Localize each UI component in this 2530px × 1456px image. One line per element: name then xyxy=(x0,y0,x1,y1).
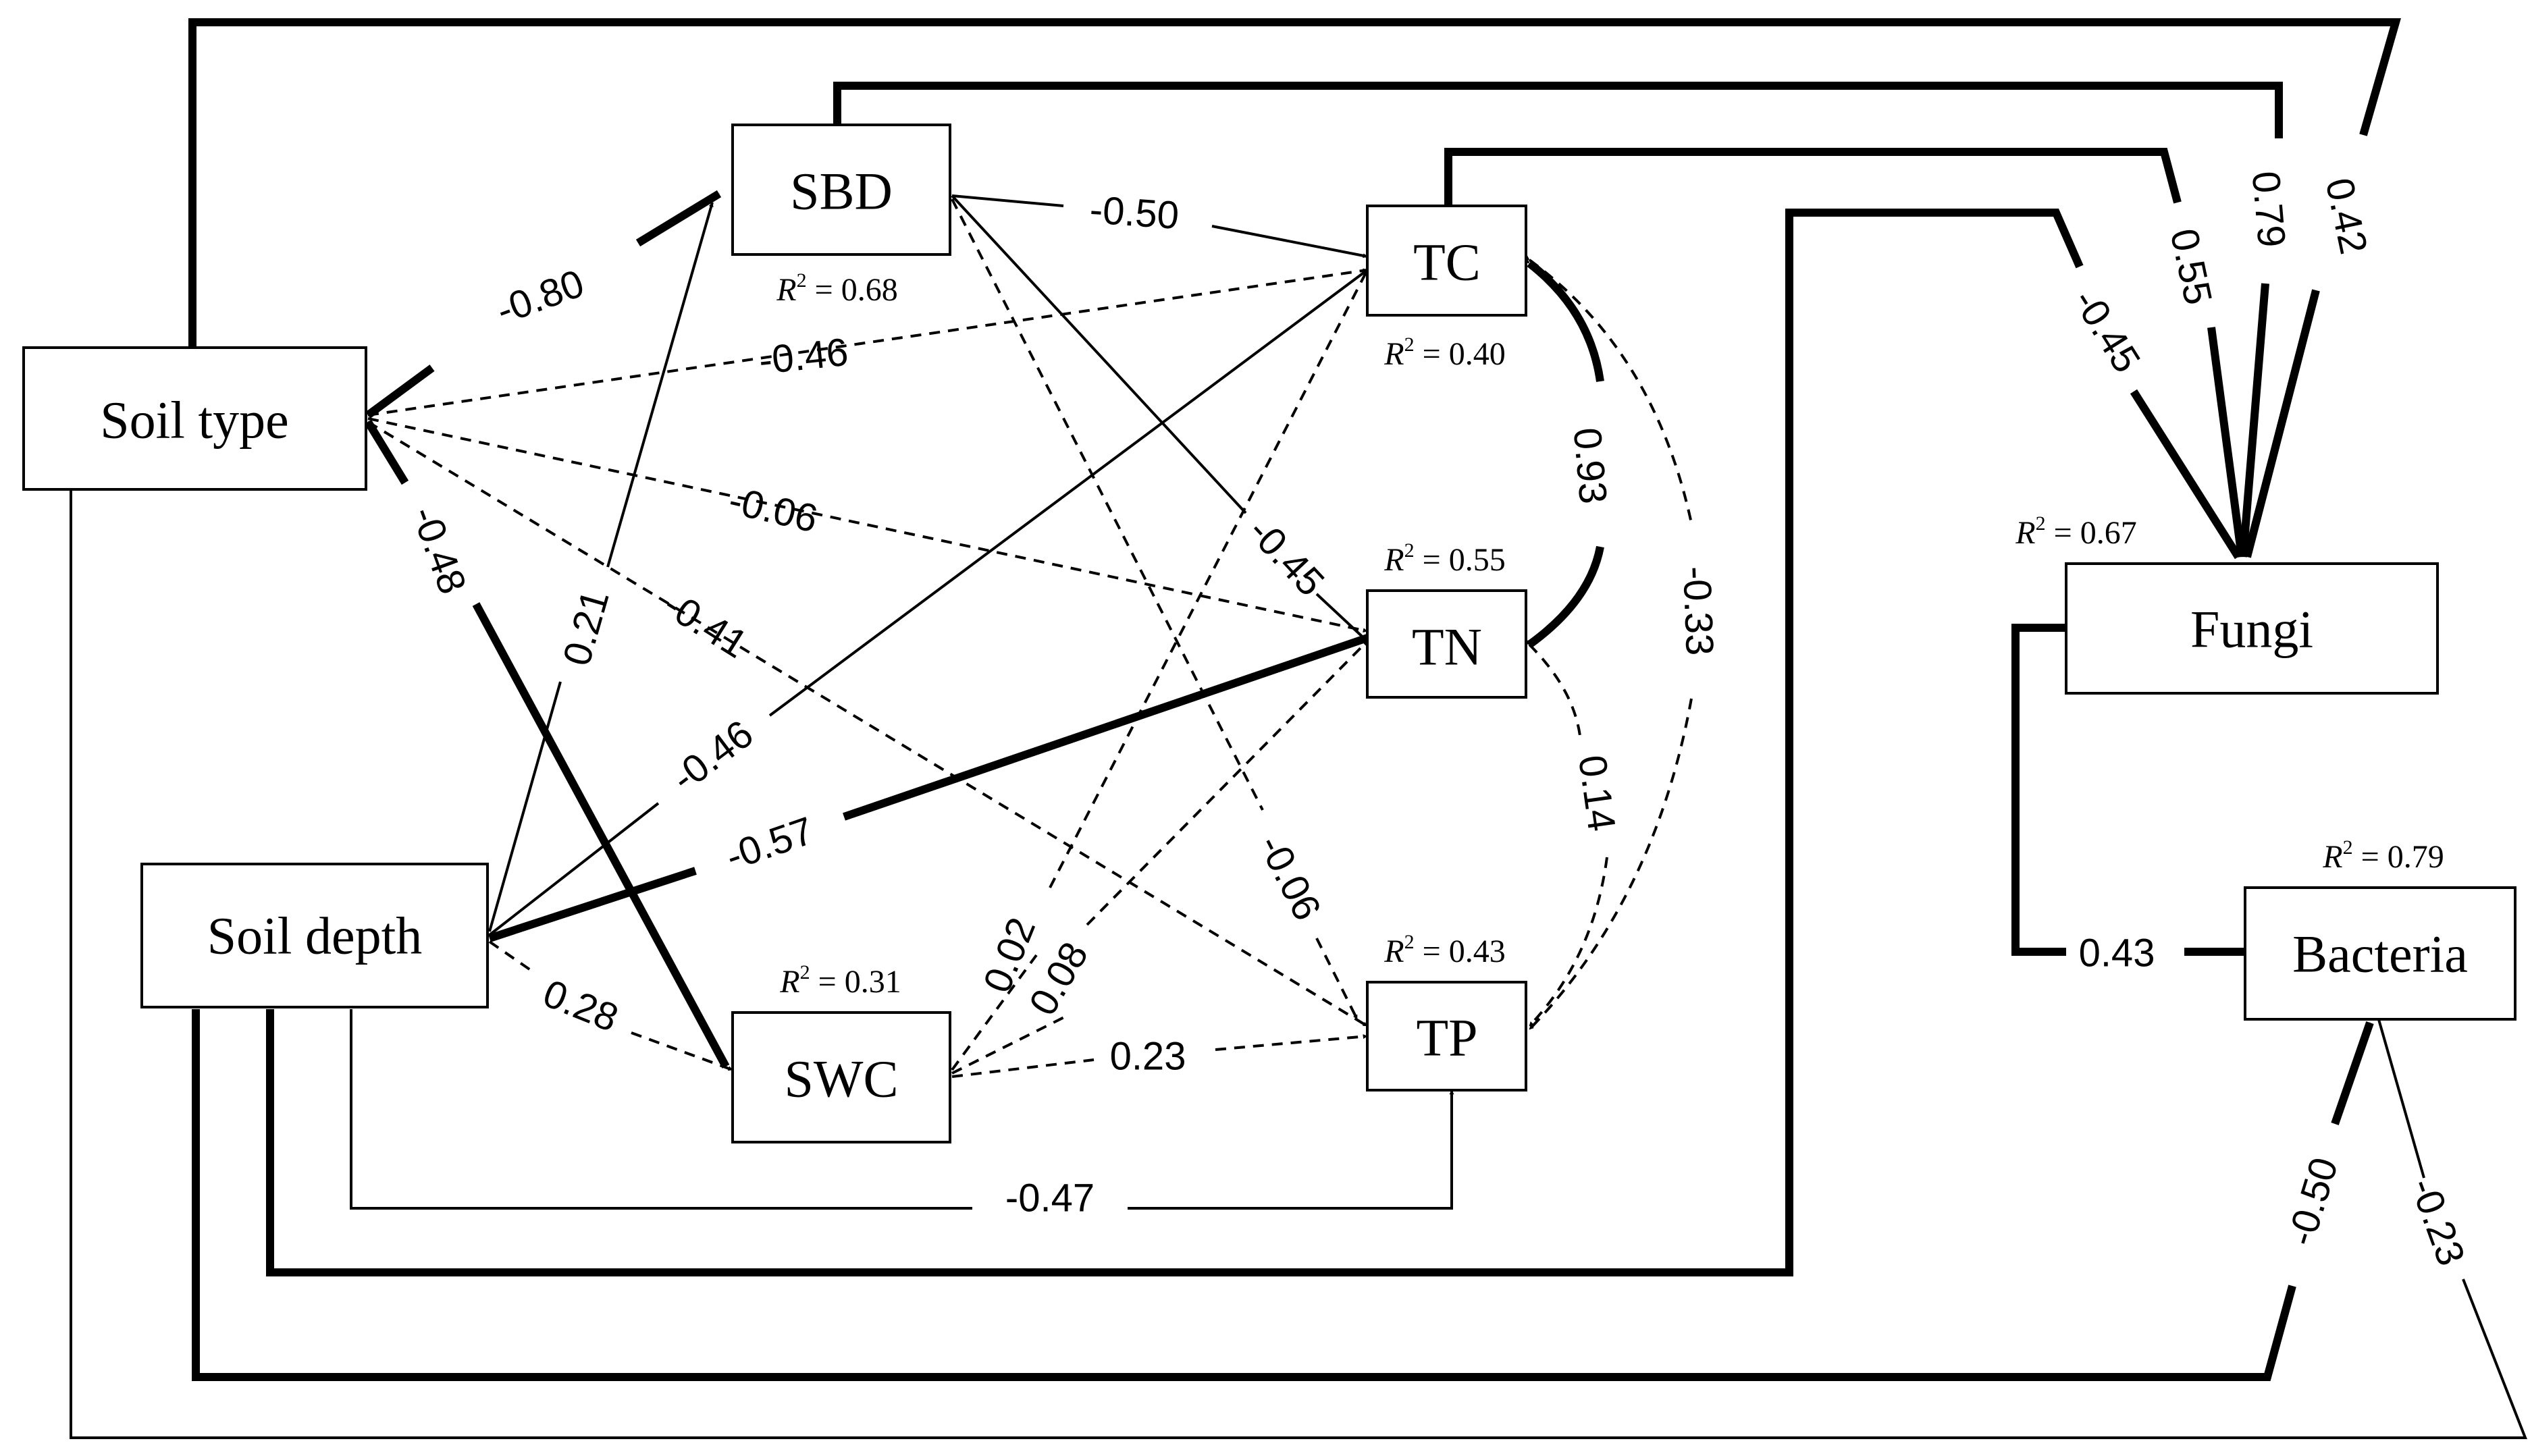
coef-label: -0.33 xyxy=(1675,566,1722,656)
coef-label: -0.45 xyxy=(1240,509,1333,604)
node-label: SWC xyxy=(784,1050,898,1108)
node-label: Fungi xyxy=(2190,600,2313,659)
coef-label: 0.21 xyxy=(554,585,618,670)
path-arrow xyxy=(488,270,1367,936)
coef-label: 0.28 xyxy=(537,971,624,1041)
path-arrow xyxy=(833,82,2283,557)
path-arrow xyxy=(488,203,712,932)
path-arrow xyxy=(1529,645,1608,1026)
path-arrow xyxy=(70,489,2527,1439)
coef-label: -0.50 xyxy=(2279,1152,2347,1250)
path-arrow xyxy=(192,1009,2370,1381)
coef-label: -0.57 xyxy=(720,809,819,879)
node-soil-depth: Soil depth xyxy=(140,863,489,1008)
path-arrow xyxy=(367,417,1368,633)
coef-label: 0.79 xyxy=(2244,169,2294,249)
path-arrow xyxy=(2011,624,2245,952)
path-arrow xyxy=(1529,260,1693,1029)
path-arrow xyxy=(951,641,1367,1075)
path-arrow xyxy=(1444,148,2242,557)
node-tc: TC R2 = 0.40 xyxy=(1366,205,1527,372)
coef-label: -0.41 xyxy=(656,582,756,666)
path-arrow xyxy=(365,194,719,419)
coef-label: -0.47 xyxy=(1005,1177,1095,1220)
r2-label: R2 = 0.67 xyxy=(2015,512,2136,551)
path-arrow xyxy=(364,419,726,1067)
path-arrow xyxy=(188,18,2401,557)
node-tp: TP R2 = 0.43 xyxy=(1366,931,1527,1091)
coef-label: -0.50 xyxy=(1088,188,1180,238)
coef-label: 0.23 xyxy=(1110,1035,1186,1079)
path-arrow xyxy=(1529,263,1604,645)
node-label: TC xyxy=(1413,233,1481,292)
coef-label: -0.80 xyxy=(491,261,589,333)
node-soil-type: Soil type xyxy=(22,346,367,491)
node-swc: SWC R2 = 0.31 xyxy=(731,961,951,1143)
node-label: TN xyxy=(1412,618,1482,676)
coef-label: -0.06 xyxy=(1250,828,1329,927)
node-sbd: SBD R2 = 0.68 xyxy=(731,124,951,308)
path-arrow xyxy=(951,194,1367,641)
path-arrow xyxy=(488,638,1367,942)
r2-label: R2 = 0.55 xyxy=(1383,539,1505,578)
coef-label: -0.46 xyxy=(664,711,762,800)
coef-label: 0.93 xyxy=(1565,426,1616,506)
path-arrow xyxy=(266,209,2238,1276)
node-tn: TN R2 = 0.55 xyxy=(1366,539,1527,699)
node-label: Bacteria xyxy=(2292,925,2468,983)
node-label: TP xyxy=(1416,1008,1477,1067)
r2-label: R2 = 0.68 xyxy=(776,269,897,308)
coef-label: -0.45 xyxy=(2064,281,2149,381)
coef-label: -0.48 xyxy=(403,501,475,599)
r2-label: R2 = 0.31 xyxy=(779,961,901,1000)
path-arrow xyxy=(951,194,1367,257)
path-arrow xyxy=(488,940,733,1070)
r2-label: R2 = 0.40 xyxy=(1383,333,1505,372)
path-arrow xyxy=(367,421,1369,1027)
node-bacteria: Bacteria R2 = 0.79 xyxy=(2244,836,2516,1021)
coef-label: -0.06 xyxy=(724,478,821,541)
coef-label: -0.23 xyxy=(2402,1172,2473,1271)
path-arrow xyxy=(350,1009,1452,1210)
path-arrow xyxy=(951,1036,1367,1078)
node-fungi: Fungi R2 = 0.67 xyxy=(2015,512,2439,695)
r2-label: R2 = 0.43 xyxy=(1383,931,1505,969)
path-arrow xyxy=(367,268,1368,416)
path-arrow xyxy=(951,270,1367,1071)
coef-label: 0.43 xyxy=(2079,932,2155,975)
coef-label: -0.46 xyxy=(757,330,850,383)
r2-label: R2 = 0.79 xyxy=(2322,836,2444,875)
node-label: Soil depth xyxy=(207,907,423,965)
coef-label: 0.55 xyxy=(2161,225,2220,308)
coef-label: 0.14 xyxy=(1570,753,1624,834)
path-arrow xyxy=(951,198,1357,1019)
node-label: Soil type xyxy=(100,391,289,450)
node-label: SBD xyxy=(790,162,893,221)
coef-label: 0.42 xyxy=(2317,174,2375,258)
